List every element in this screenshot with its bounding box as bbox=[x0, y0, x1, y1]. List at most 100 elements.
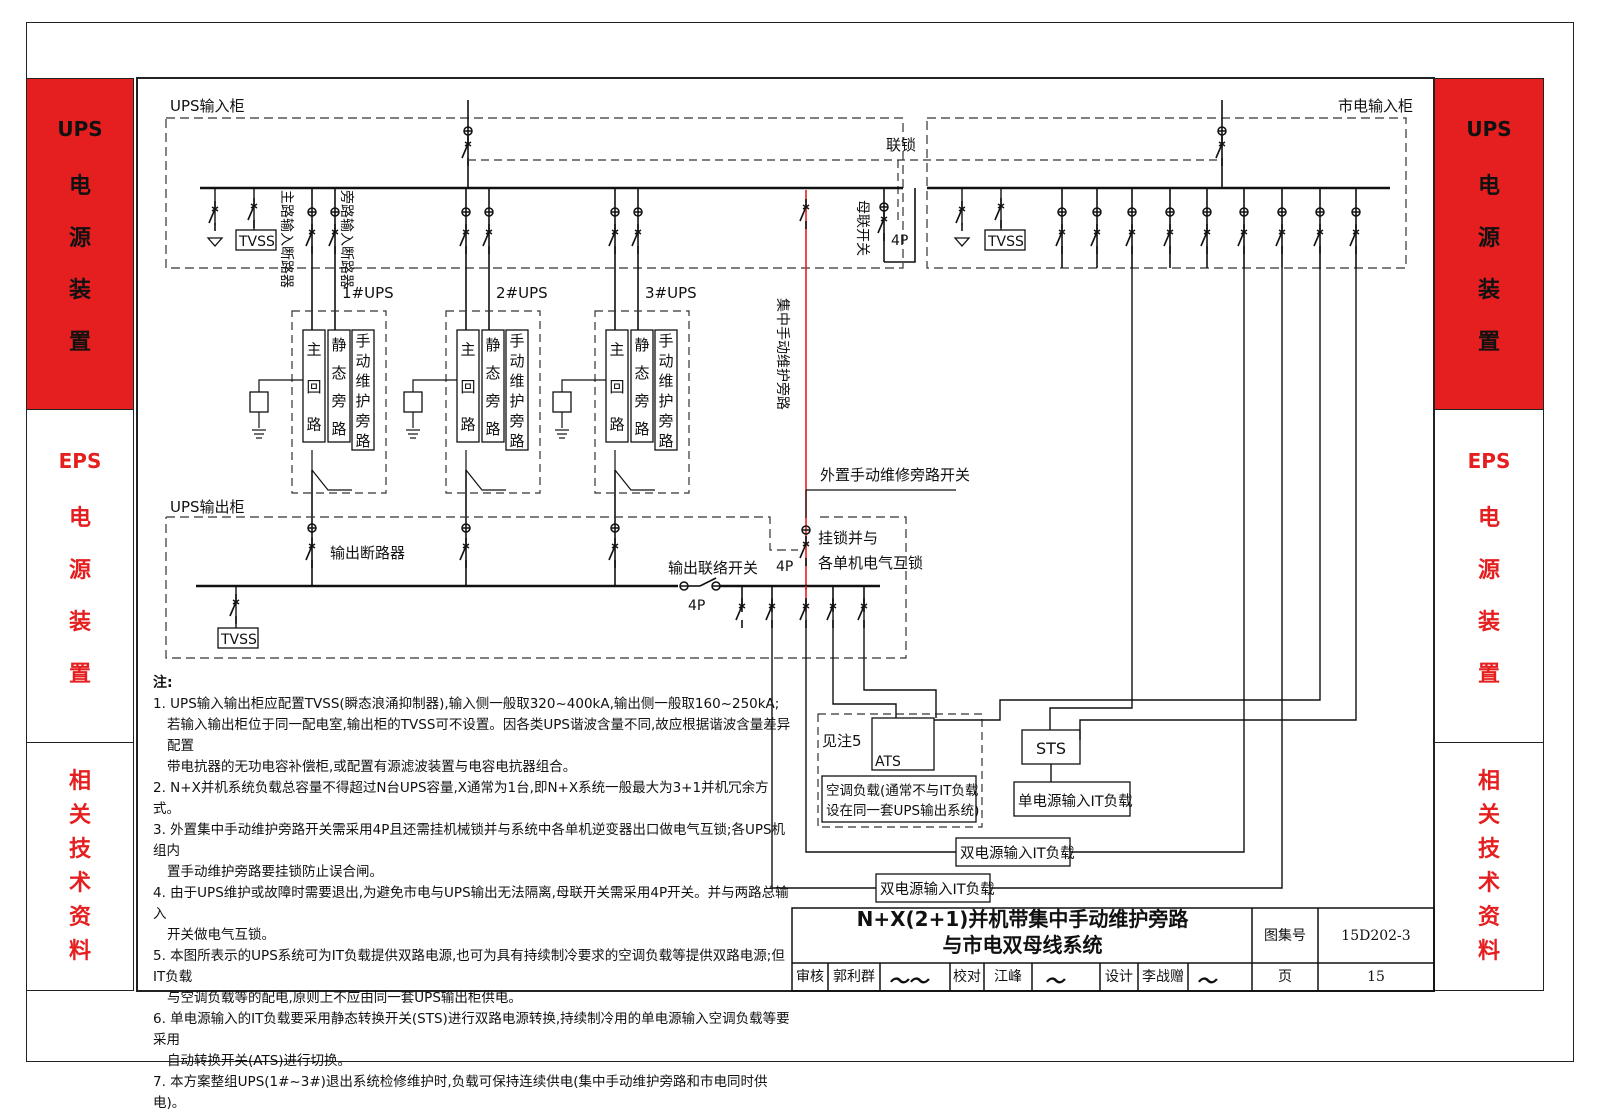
ups-path-char: 静 bbox=[485, 336, 500, 354]
sidebar-right-related: 相 关 技 术 资 料 bbox=[1434, 742, 1544, 991]
static-bypass-box bbox=[327, 329, 351, 443]
ups-path-char: 旁 bbox=[485, 392, 500, 410]
sidebar-right-eps-char: 电 bbox=[1477, 506, 1500, 531]
see-note5-label: 见注5 bbox=[822, 732, 862, 750]
main-path-box bbox=[605, 329, 629, 443]
sidebar-left-eps-char: 装 bbox=[68, 610, 91, 635]
single-it-load-box bbox=[1013, 781, 1131, 817]
ac-load-box bbox=[821, 775, 977, 823]
ups-earth-sensor bbox=[249, 391, 269, 413]
bus-tie-breaker bbox=[877, 210, 888, 242]
ups-sensor-link bbox=[412, 379, 457, 392]
ac-load-label-2: 设在同一套UPS输出系统) bbox=[826, 803, 979, 819]
manual-bypass-box bbox=[351, 329, 375, 451]
mains-input-cabinet-label: 市电输入柜 bbox=[1338, 97, 1413, 115]
tvss-input-label: TVSS bbox=[238, 234, 275, 250]
mains-input-cabinet-box bbox=[926, 117, 1407, 269]
ups-unit-box bbox=[594, 310, 690, 494]
dual-it-load-1-label: 双电源输入IT负载 bbox=[960, 845, 1075, 862]
ups-sensor-link bbox=[561, 379, 606, 392]
ups-sensor-link bbox=[258, 379, 303, 392]
ups-path-char: 主 bbox=[460, 341, 475, 359]
ups-incoming-breaker bbox=[461, 135, 472, 167]
static-bypass-box bbox=[481, 329, 505, 443]
ups-path-char: 态 bbox=[634, 364, 649, 382]
ups-unit-output-link bbox=[311, 450, 352, 491]
ups-input-breaker bbox=[482, 223, 493, 255]
sidebar-right-related-char: 关 bbox=[1477, 802, 1500, 828]
ups-unit-output-link bbox=[614, 450, 655, 491]
mains-incoming-breaker bbox=[1215, 135, 1226, 167]
note-line: 7. 本方案整组UPS(1#~3#)退出系统检修维护时,负载可保持连续供电(集中… bbox=[153, 1074, 768, 1111]
ups-input-breaker bbox=[459, 223, 470, 255]
designer-signature: 〜 bbox=[1196, 969, 1216, 993]
sidebar-left-ups-char: 置 bbox=[68, 330, 91, 355]
sidebar-right-eps: EPS 电 源 装 置 bbox=[1434, 409, 1544, 743]
sts-label: STS bbox=[1036, 739, 1066, 758]
ups-path-char: 态 bbox=[485, 364, 500, 382]
sidebar-left-related-char: 资 bbox=[68, 904, 91, 930]
ups-units: 1#UPS主回路静态旁路手动维护旁路2#UPS主回路静态旁路手动维护旁路3#UP… bbox=[249, 188, 697, 586]
external-bypass-breaker bbox=[799, 535, 810, 567]
mains-input-tvss: TVSS bbox=[953, 188, 1026, 251]
ups-output-breaker bbox=[305, 537, 316, 569]
see-note5-box bbox=[817, 713, 983, 828]
sidebar-left-ups-char: 源 bbox=[68, 226, 91, 251]
notes-title: 注: bbox=[153, 675, 173, 691]
sidebar-right-ups-char: 置 bbox=[1477, 330, 1500, 355]
ups-path-char: 手 bbox=[355, 332, 370, 350]
bypass-input-breaker-label: 旁路输入断路器 bbox=[338, 190, 355, 288]
tvss-output-label: TVSS bbox=[220, 632, 257, 648]
ups-path-char: 路 bbox=[634, 420, 649, 438]
output-tie-4p-label: 4P bbox=[688, 598, 705, 614]
ups-path-char: 路 bbox=[460, 415, 475, 433]
note-line: 置手动维护旁路要挂锁防止误合闸。 bbox=[167, 864, 383, 880]
sidebar-left-eps-abbr: EPS bbox=[58, 449, 102, 473]
ups-output-breaker bbox=[608, 537, 619, 569]
mains-feeder-breaker bbox=[1125, 223, 1136, 255]
sidebar-left-related-char: 相 bbox=[68, 768, 91, 794]
note-line: 与空调负载等的配电,原则上不应由同一套UPS输出柜供电。 bbox=[167, 990, 522, 1006]
sidebar-right-related-char: 资 bbox=[1477, 904, 1500, 930]
mains-feeder-breaker bbox=[1313, 223, 1324, 255]
ups-unit-label: 1#UPS bbox=[342, 284, 394, 302]
bus-tie-label: 母联开关 bbox=[854, 200, 870, 256]
output-feeder-breaker bbox=[735, 597, 746, 629]
main-path-box bbox=[456, 329, 480, 443]
title-block bbox=[791, 907, 1435, 992]
reviewer-name: 郭利群 bbox=[833, 969, 875, 985]
ups-path-char: 回 bbox=[460, 378, 475, 396]
note-line: 2. N+X并机系统负载总容量不得超过N台UPS容量,X通常为1台,即N+X系统… bbox=[153, 780, 769, 817]
ups-input-breaker bbox=[631, 223, 642, 255]
main-path-box bbox=[302, 329, 326, 443]
load-wiring bbox=[771, 268, 1357, 889]
ac-load-label-1: 空调负载(通常不与IT负载 bbox=[826, 783, 979, 799]
ups-unit-box bbox=[291, 310, 387, 494]
ups-path-char: 护 bbox=[355, 392, 370, 410]
note-line: 若输入输出柜位于同一配电室,输出柜的TVSS可不设置。因各类UPS谐波含量不同,… bbox=[167, 717, 791, 754]
output-feeder-breaker bbox=[799, 597, 810, 629]
ups-path-char: 回 bbox=[609, 378, 624, 396]
mains-feeder-breaker bbox=[1349, 223, 1360, 255]
bus-tie-4p-label: 4P bbox=[891, 233, 908, 249]
ups-input-breaker bbox=[328, 223, 339, 255]
sidebar-left-eps-char: 电 bbox=[68, 506, 91, 531]
central-bypass-input-breaker bbox=[799, 198, 810, 230]
ups-unit-box bbox=[445, 310, 541, 494]
note-line: 1. UPS输入输出柜应配置TVSS(瞬态浪涌抑制器),输入侧一般取320~40… bbox=[153, 696, 780, 712]
ats-box[interactable] bbox=[871, 717, 935, 771]
bypass-4p-label: 4P bbox=[776, 559, 793, 575]
sidebar-right-ups: UPS 电 源 装 置 bbox=[1434, 78, 1544, 410]
sidebar-left-ups-abbr: UPS bbox=[57, 117, 103, 141]
sidebar-right-related-char: 技 bbox=[1477, 836, 1500, 862]
ats-label: ATS bbox=[875, 754, 901, 770]
ups-unit-output-link bbox=[465, 450, 506, 491]
ups-path-char: 静 bbox=[634, 336, 649, 354]
review-label: 审核 bbox=[796, 969, 824, 985]
atlas-label: 图集号 bbox=[1264, 928, 1306, 944]
ups-path-char: 动 bbox=[658, 352, 673, 370]
note-line: 5. 本图所表示的UPS系统可为IT负载提供双路电源,也可为具有持续制冷要求的空… bbox=[153, 948, 785, 985]
